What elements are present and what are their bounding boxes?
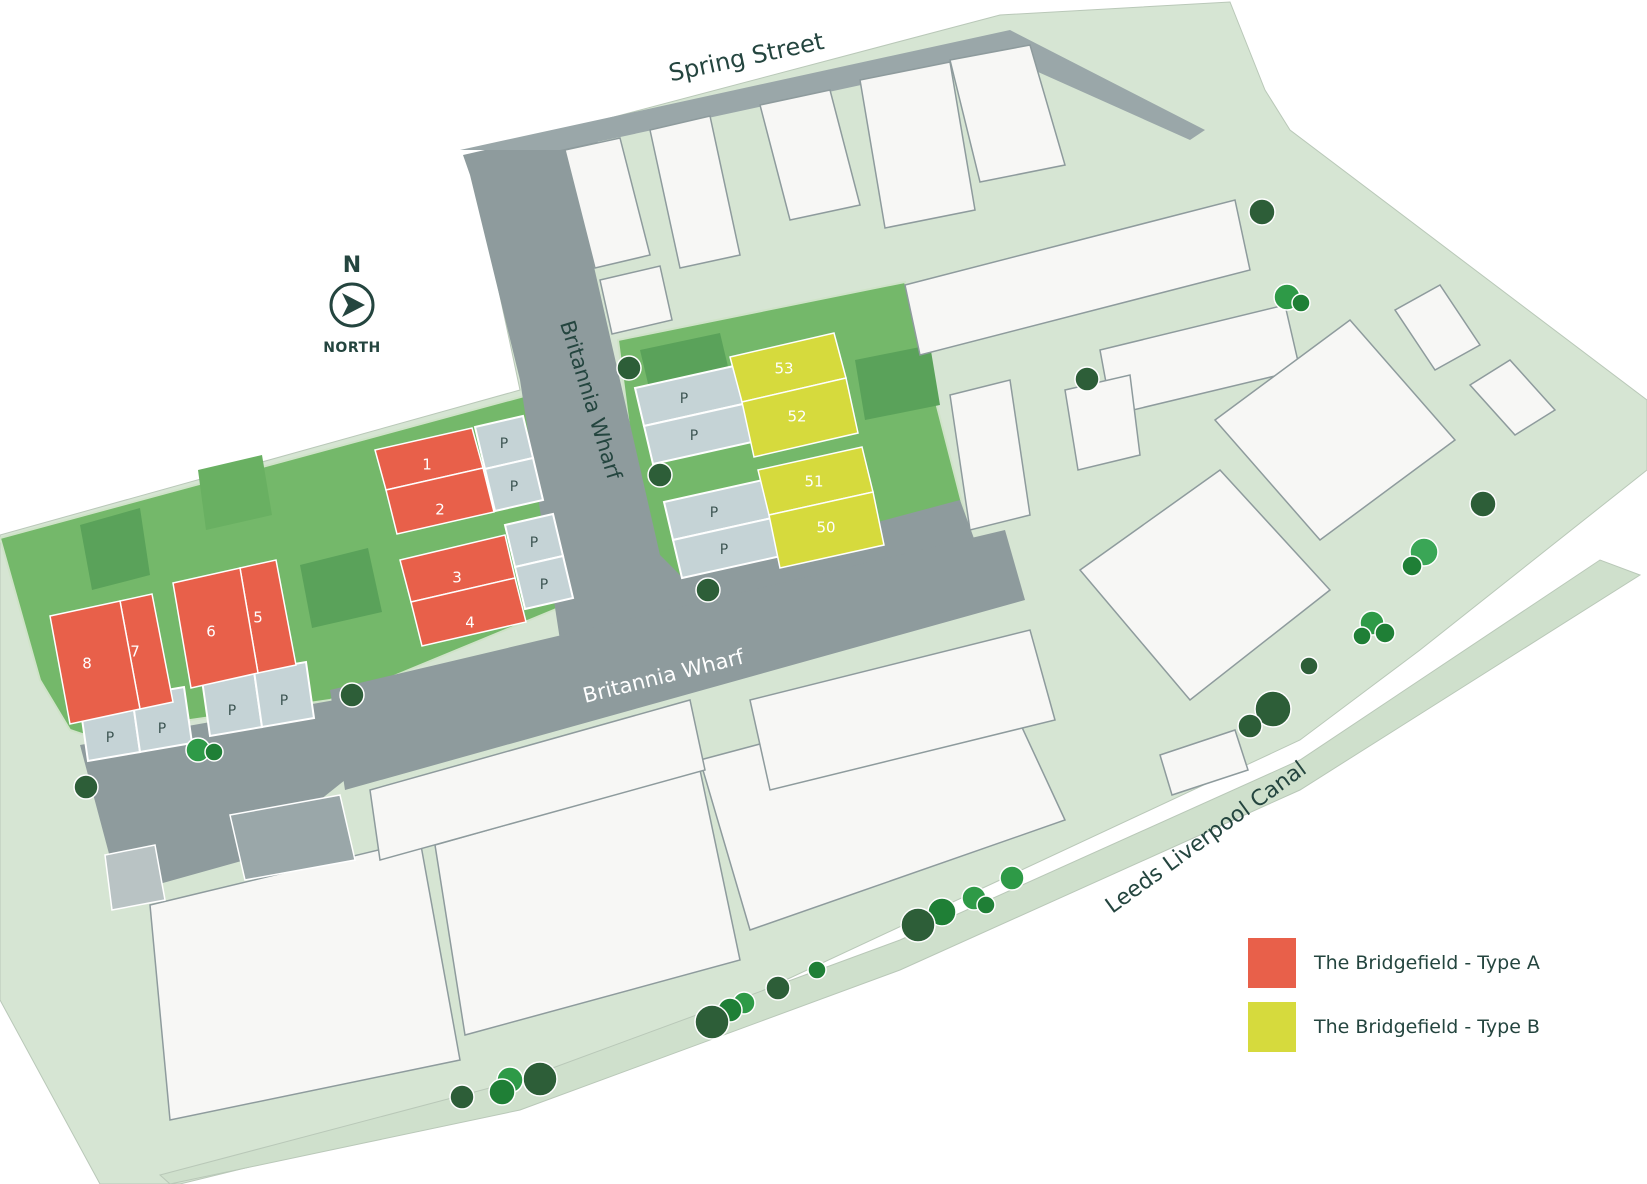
tree-icon	[1374, 622, 1396, 644]
buildings-apartments-east	[1078, 284, 1557, 796]
bin-store	[104, 844, 166, 911]
north-compass: N NORTH	[310, 253, 394, 357]
tree-icon	[616, 355, 642, 381]
road-britannia-wharf-vertical	[463, 125, 980, 660]
parking-label: P	[158, 721, 166, 737]
trees	[73, 198, 1497, 1110]
tree-icon	[1352, 626, 1372, 646]
garden-plot	[300, 548, 382, 628]
parking-label: P	[106, 730, 114, 746]
plot-label-53: 53	[774, 360, 793, 378]
tree-icon	[999, 865, 1025, 891]
compass-letter: N	[342, 253, 362, 278]
legend-swatch-type-b	[1248, 1002, 1296, 1052]
plot-label-52: 52	[787, 408, 806, 426]
plot-label-7: 7	[130, 643, 140, 661]
tree-icon	[339, 682, 365, 708]
tree-icon	[449, 1084, 475, 1110]
plot-50-shape	[768, 491, 885, 569]
parking-label: P	[690, 428, 698, 444]
tree-icon	[1401, 555, 1423, 577]
parking-label: P	[228, 703, 236, 719]
bin-store	[229, 794, 356, 881]
tree-icon	[1299, 656, 1319, 676]
tree-icon	[647, 462, 673, 488]
legend-item-type-b: The Bridgefield - Type B	[1248, 1002, 1540, 1052]
tree-icon	[765, 975, 791, 1001]
legend-label-type-a: The Bridgefield - Type A	[1314, 952, 1540, 974]
plot-label-4: 4	[465, 614, 475, 632]
tree-icon	[1248, 198, 1276, 226]
legend-swatch-type-a	[1248, 938, 1296, 988]
legend-label-type-b: The Bridgefield - Type B	[1314, 1016, 1540, 1038]
compass-arrow-icon	[329, 282, 375, 328]
parking-label: P	[500, 436, 508, 452]
parking-label: P	[720, 542, 728, 558]
tree-icon	[204, 742, 224, 762]
plot-label-3: 3	[452, 569, 462, 587]
parking-bays	[78, 364, 783, 763]
tree-icon	[522, 1061, 558, 1097]
legend-item-type-a: The Bridgefield - Type A	[1248, 938, 1540, 988]
tree-icon	[1291, 293, 1311, 313]
plot-label-2: 2	[435, 501, 445, 519]
plot-4-shape	[410, 577, 527, 647]
tree-icon	[1254, 690, 1292, 728]
garden-plot	[80, 508, 150, 590]
map-legend: The Bridgefield - Type A The Bridgefield…	[1248, 938, 1540, 1066]
tree-icon	[807, 960, 827, 980]
plot-2-shape	[385, 467, 495, 535]
plot-label-8: 8	[82, 655, 92, 673]
plots-type-b	[729, 332, 885, 569]
parking-label: P	[680, 391, 688, 407]
buildings-terrace-east	[904, 199, 1301, 531]
plot-8-shape	[49, 600, 141, 725]
tree-icon	[900, 907, 936, 943]
plot-label-51: 51	[804, 473, 823, 491]
parking-label: P	[530, 535, 538, 551]
parking-label: P	[510, 479, 518, 495]
compass-label: NORTH	[323, 340, 381, 356]
buildings-north	[564, 44, 1066, 335]
buildings-south	[149, 629, 1067, 1121]
tree-icon	[1074, 366, 1100, 392]
road-britannia-wharf-horizontal	[330, 530, 1025, 790]
plot-6-shape	[172, 567, 259, 689]
garden-plot	[198, 455, 272, 530]
parking-label: P	[280, 693, 288, 709]
plot-label-50: 50	[816, 519, 835, 537]
parking-label: P	[540, 577, 548, 593]
parking-label: P	[710, 505, 718, 521]
plot-label-6: 6	[206, 623, 216, 641]
tree-icon	[976, 895, 996, 915]
tree-icon	[1237, 713, 1263, 739]
tree-icon	[488, 1078, 516, 1106]
plots-type-a	[49, 427, 527, 725]
tree-icon	[694, 1004, 730, 1040]
tree-icon	[1469, 490, 1497, 518]
plot-52-shape	[741, 377, 859, 458]
tree-icon	[695, 577, 721, 603]
plot-label-5: 5	[253, 609, 263, 627]
garden-plot	[855, 345, 940, 420]
plot-label-1: 1	[422, 456, 432, 474]
tree-icon	[73, 774, 99, 800]
